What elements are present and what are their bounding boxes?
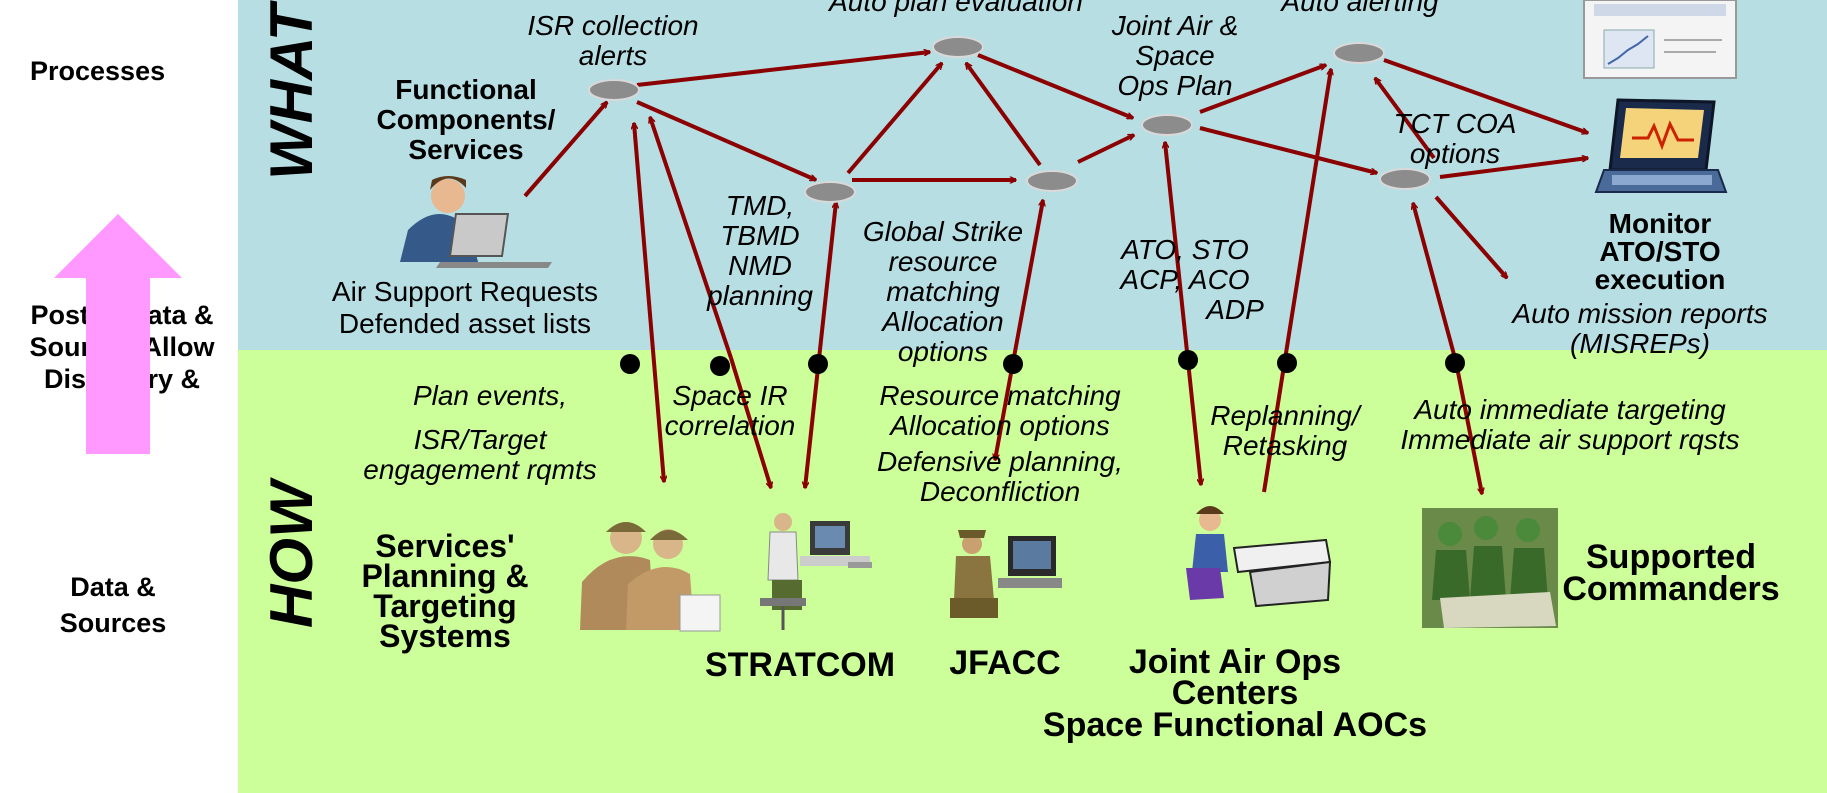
- space-ir-label-1: Space IR: [672, 380, 788, 411]
- pink-up-arrow: [54, 214, 182, 454]
- officer-computer-icon: [950, 530, 1062, 618]
- commanders-map-icon: [1422, 508, 1558, 628]
- console-operator-icon: [1186, 506, 1332, 608]
- operator-icon: [760, 513, 872, 630]
- defended-asset-lists-label: Defended asset lists: [338, 308, 592, 339]
- data-sources-label-2: Sources: [59, 608, 167, 638]
- report-thumbnail-icon: [1583, 0, 1737, 79]
- ato-sto-label-1: ATO, STO: [1121, 234, 1249, 265]
- joint-air-space-label-1: Joint Air &: [1111, 10, 1239, 41]
- resource-matching-label-2: Allocation options: [890, 410, 1110, 441]
- replanning-label-2: Retasking: [1222, 430, 1348, 461]
- data-sources-label-1: Data &: [70, 572, 156, 602]
- junction-dots: [620, 350, 1465, 376]
- supported-commanders-label-1: Supported: [1586, 538, 1756, 576]
- resource-matching-label-1: Resource matching: [879, 380, 1121, 411]
- air-support-requests-label: Air Support Requests: [331, 276, 599, 307]
- tmd-label-1: TMD,: [725, 190, 795, 221]
- global-strike-label-4: Allocation: [882, 306, 1004, 337]
- processes-label: Processes: [30, 56, 166, 86]
- auto-immediate-label-1: Auto immediate targeting: [1414, 394, 1726, 425]
- monitor-label-3: execution: [1594, 264, 1726, 295]
- auto-plan-evaluation-label: Auto plan evaluation: [829, 0, 1083, 17]
- jaoc-label-3: Space Functional AOCs: [1042, 706, 1428, 744]
- tmd-label-3: NMD: [728, 250, 792, 281]
- plan-events-label-2: ISR/Target: [413, 424, 547, 455]
- jaoc-label-2: Centers: [1171, 674, 1299, 712]
- services-label-2: Planning &: [361, 558, 529, 594]
- functional-components-label-2: Components/: [376, 104, 556, 135]
- isr-collection-label-1: ISR collection: [527, 10, 699, 41]
- plan-events-label-3: engagement rqmts: [363, 454, 597, 485]
- tct-coa-label-1: TCT COA: [1393, 108, 1517, 139]
- tmd-label-4: planning: [707, 280, 813, 311]
- functional-components-label-3: Services: [408, 134, 524, 165]
- laptop-user-icon: [400, 176, 552, 268]
- process-nodes: [588, 36, 1431, 203]
- misrep-label-1: Auto mission reports: [1512, 298, 1768, 329]
- functional-components-label-1: Functional: [395, 74, 537, 105]
- replanning-label-1: Replanning/: [1210, 400, 1360, 431]
- global-strike-label-2: resource: [888, 246, 998, 277]
- jaoc-label-1: Joint Air Ops: [1128, 643, 1342, 681]
- auto-alerting-label: Auto alerting: [1281, 0, 1439, 17]
- soldiers-icon: [580, 522, 721, 632]
- joint-air-space-label-3: Ops Plan: [1117, 70, 1233, 101]
- tmd-label-2: TBMD: [720, 220, 800, 251]
- jfacc-label: JFACC: [949, 644, 1061, 682]
- global-strike-label-1: Global Strike: [862, 216, 1024, 247]
- ato-sto-label-3: ADP: [1206, 294, 1264, 325]
- resource-matching-label-3: Defensive planning,: [877, 446, 1123, 477]
- monitor-computer-icon: [1594, 98, 1728, 193]
- ato-sto-label-2: ACP, ACO: [1120, 264, 1250, 295]
- monitor-label-2: ATO/STO: [1599, 236, 1721, 267]
- space-ir-label-2: correlation: [664, 410, 796, 441]
- services-label-3: Targeting: [373, 588, 517, 624]
- flow-arrows: [523, 52, 1588, 494]
- resource-matching-label-4: Deconfliction: [919, 476, 1081, 507]
- monitor-label-1: Monitor: [1608, 208, 1712, 239]
- global-strike-label-5: options: [897, 336, 989, 367]
- auto-immediate-label-2: Immediate air support rqsts: [1400, 424, 1740, 455]
- tct-coa-label-2: options: [1409, 138, 1501, 169]
- misrep-label-2: (MISREPs): [1570, 328, 1710, 359]
- supported-commanders-label-2: Commanders: [1562, 570, 1780, 608]
- services-label-4: Systems: [379, 618, 511, 654]
- plan-events-label-1: Plan events,: [412, 380, 568, 411]
- stratcom-label: STRATCOM: [704, 646, 896, 684]
- isr-collection-label-2: alerts: [578, 40, 648, 71]
- global-strike-label-3: matching: [886, 276, 1000, 307]
- joint-air-space-label-2: Space: [1135, 40, 1215, 71]
- services-label-1: Services': [375, 528, 515, 564]
